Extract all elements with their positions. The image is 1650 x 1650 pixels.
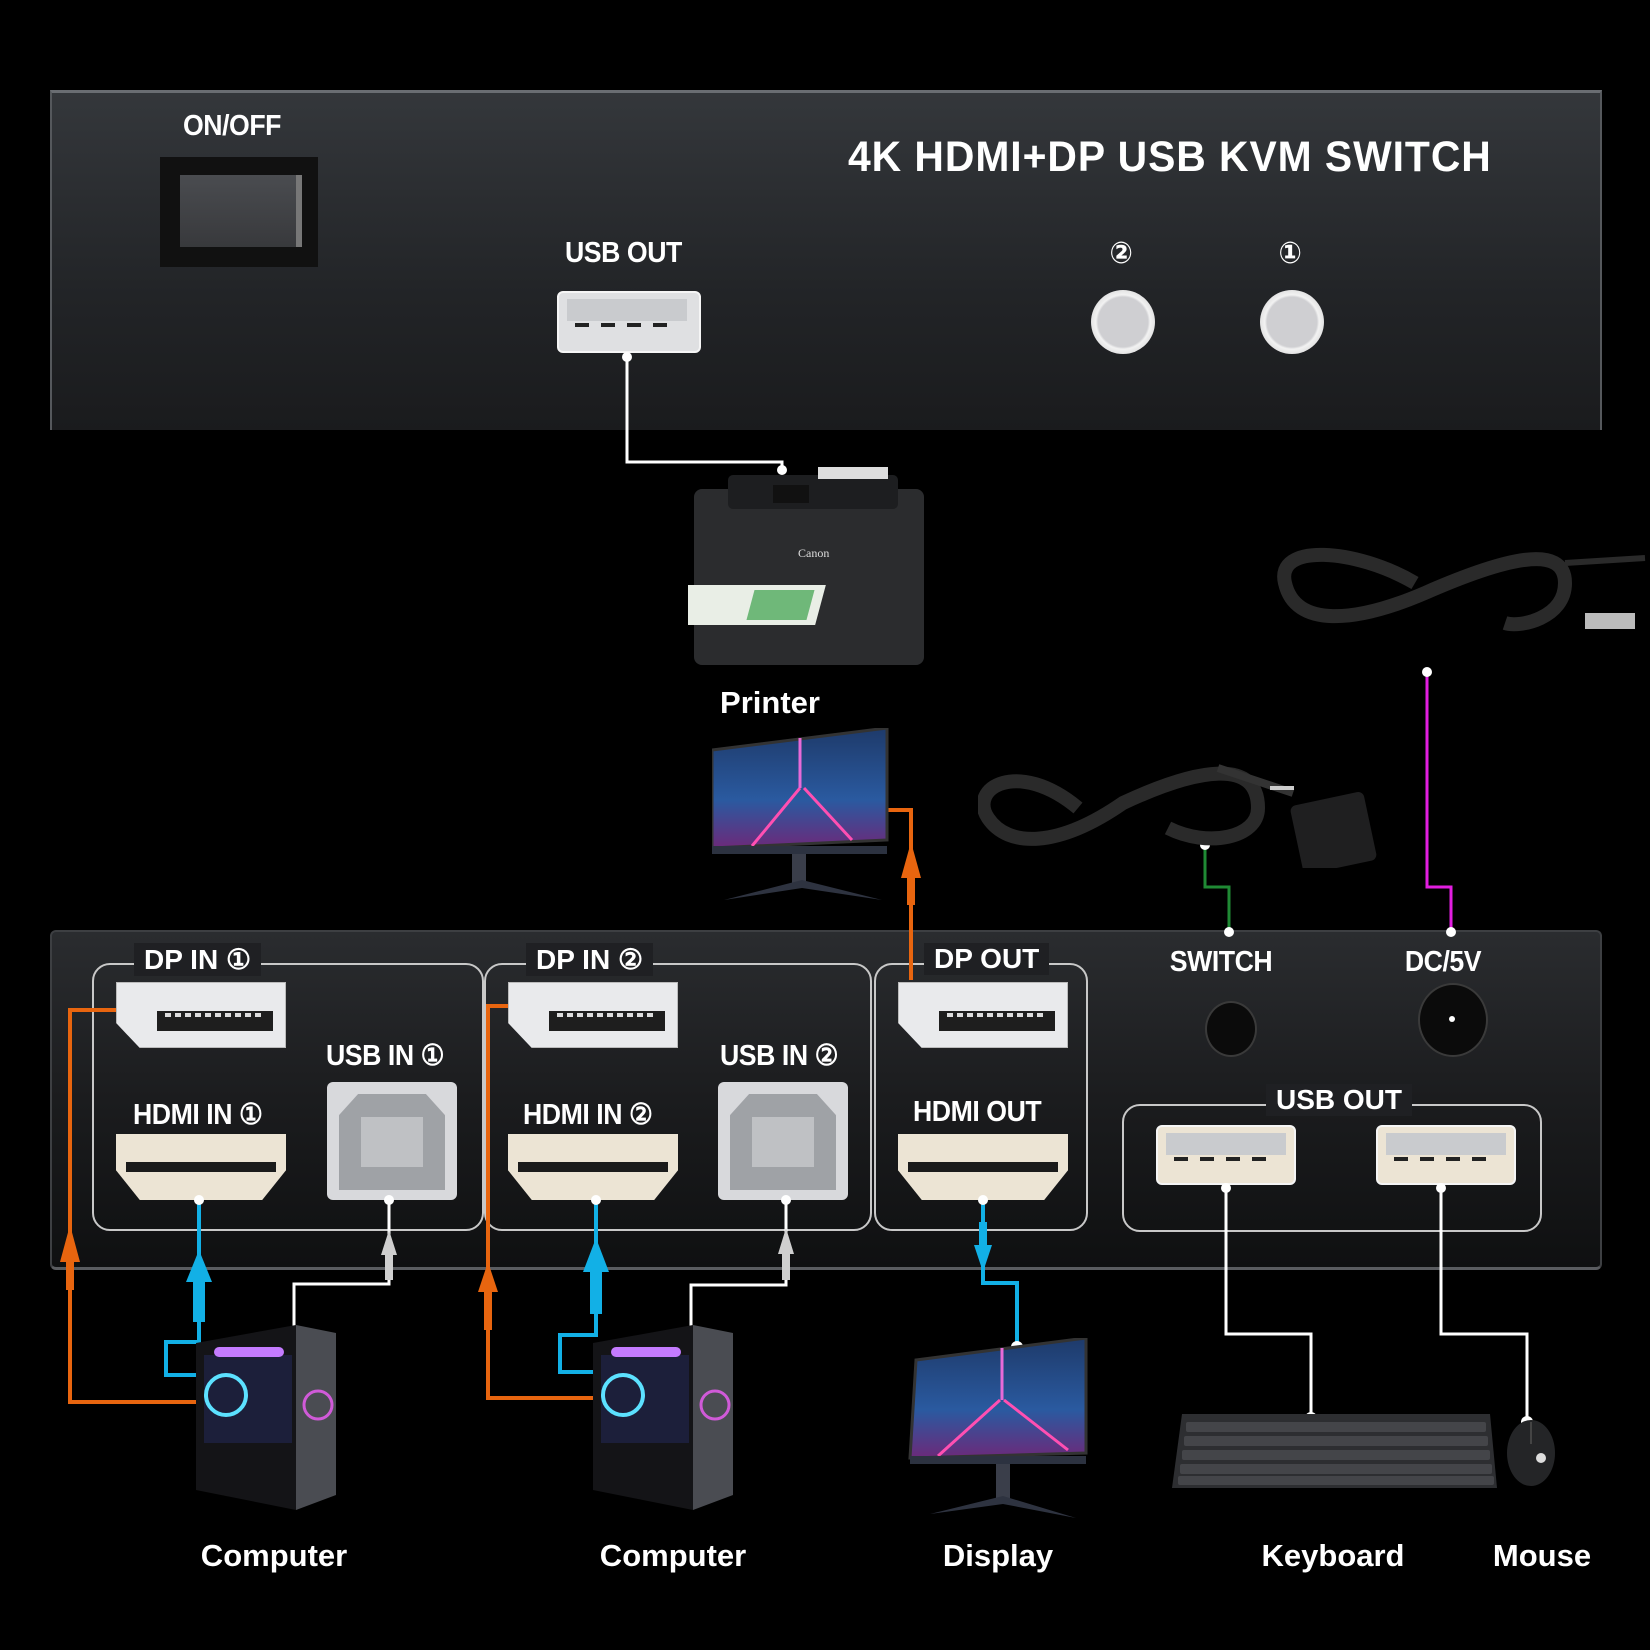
switch-jack[interactable]: [1205, 1001, 1257, 1057]
port-group-dp-in-1: DP IN ①: [92, 943, 484, 1231]
usb-out-port-mouse[interactable]: [1376, 1125, 1516, 1185]
keyboard-icon: [1172, 1414, 1497, 1488]
display-icon: [908, 1338, 1088, 1518]
port-group-output: DP OUT: [874, 943, 1088, 1231]
dp-in-2-arrow: [478, 1262, 498, 1330]
keyboard-label: Keyboard: [1261, 1538, 1405, 1573]
mouse-icon: [1507, 1420, 1555, 1486]
printer-icon: Canon: [688, 467, 924, 665]
power-cable-dot: [1422, 667, 1432, 677]
computer-1-icon: [196, 1325, 336, 1510]
switch-button-2[interactable]: [1091, 290, 1155, 354]
top-usb-out-label: USB OUT: [565, 237, 682, 269]
computer-1-label: Computer: [200, 1538, 348, 1573]
product-title: 4K HDMI+DP USB KVM SWITCH: [848, 133, 1492, 181]
port-group-dp-in-2: DP IN ②: [484, 943, 872, 1231]
computer-2-label: Computer: [599, 1538, 747, 1573]
dp-out-label: DP OUT: [924, 943, 1050, 975]
computer-2-icon: [593, 1325, 733, 1510]
dp-out-port[interactable]: [898, 982, 1068, 1048]
power-cable-icon: [1277, 547, 1646, 632]
usb-out-group-label: USB OUT: [1266, 1084, 1412, 1116]
hdmi-out-port[interactable]: [898, 1134, 1068, 1200]
power-switch-label: ON/OFF: [183, 110, 282, 142]
monitor-dp-icon: [712, 728, 889, 900]
usb-in-1-port[interactable]: [327, 1082, 457, 1200]
dp-in-2-port[interactable]: [508, 982, 678, 1048]
button-2-label: ②: [1109, 236, 1133, 271]
switch-port-label: SWITCH: [1169, 946, 1273, 978]
dc-power-label: DC/5V: [1404, 946, 1482, 978]
button-1-label: ①: [1278, 236, 1302, 271]
usb-out-port-keyboard[interactable]: [1156, 1125, 1296, 1185]
power-cable-wire: [1425, 672, 1453, 932]
dp-in-1-port[interactable]: [116, 982, 286, 1048]
dp-in-1-label: DP IN ①: [134, 943, 262, 976]
port-group-usb-out: USB OUT: [1122, 1084, 1542, 1232]
dp-in-2-label: DP IN ②: [526, 943, 654, 976]
dc-power-jack[interactable]: [1418, 983, 1488, 1057]
usb-in-2-label: USB IN ②: [720, 1040, 839, 1072]
hdmi-in-1-port[interactable]: [116, 1134, 286, 1200]
hdmi-in-1-label: HDMI IN ①: [133, 1099, 263, 1131]
svg-text:Canon: Canon: [798, 546, 829, 560]
usb-in-2-port[interactable]: [718, 1082, 848, 1200]
mouse-label: Mouse: [1492, 1538, 1592, 1573]
top-usb-out-port[interactable]: [557, 291, 701, 353]
switch-button-1[interactable]: [1260, 290, 1324, 354]
switch-cable-icon: [978, 764, 1377, 868]
power-rocker-switch[interactable]: [160, 157, 318, 267]
hdmi-in-2-port[interactable]: [508, 1134, 678, 1200]
dp-out-arrow: [901, 842, 921, 905]
usb-in-1-label: USB IN ①: [326, 1040, 445, 1072]
printer-label: Printer: [720, 685, 820, 720]
hdmi-out-label: HDMI OUT: [913, 1096, 1042, 1128]
hdmi-in-2-label: HDMI IN ②: [523, 1099, 653, 1131]
display-label: Display: [942, 1538, 1054, 1573]
